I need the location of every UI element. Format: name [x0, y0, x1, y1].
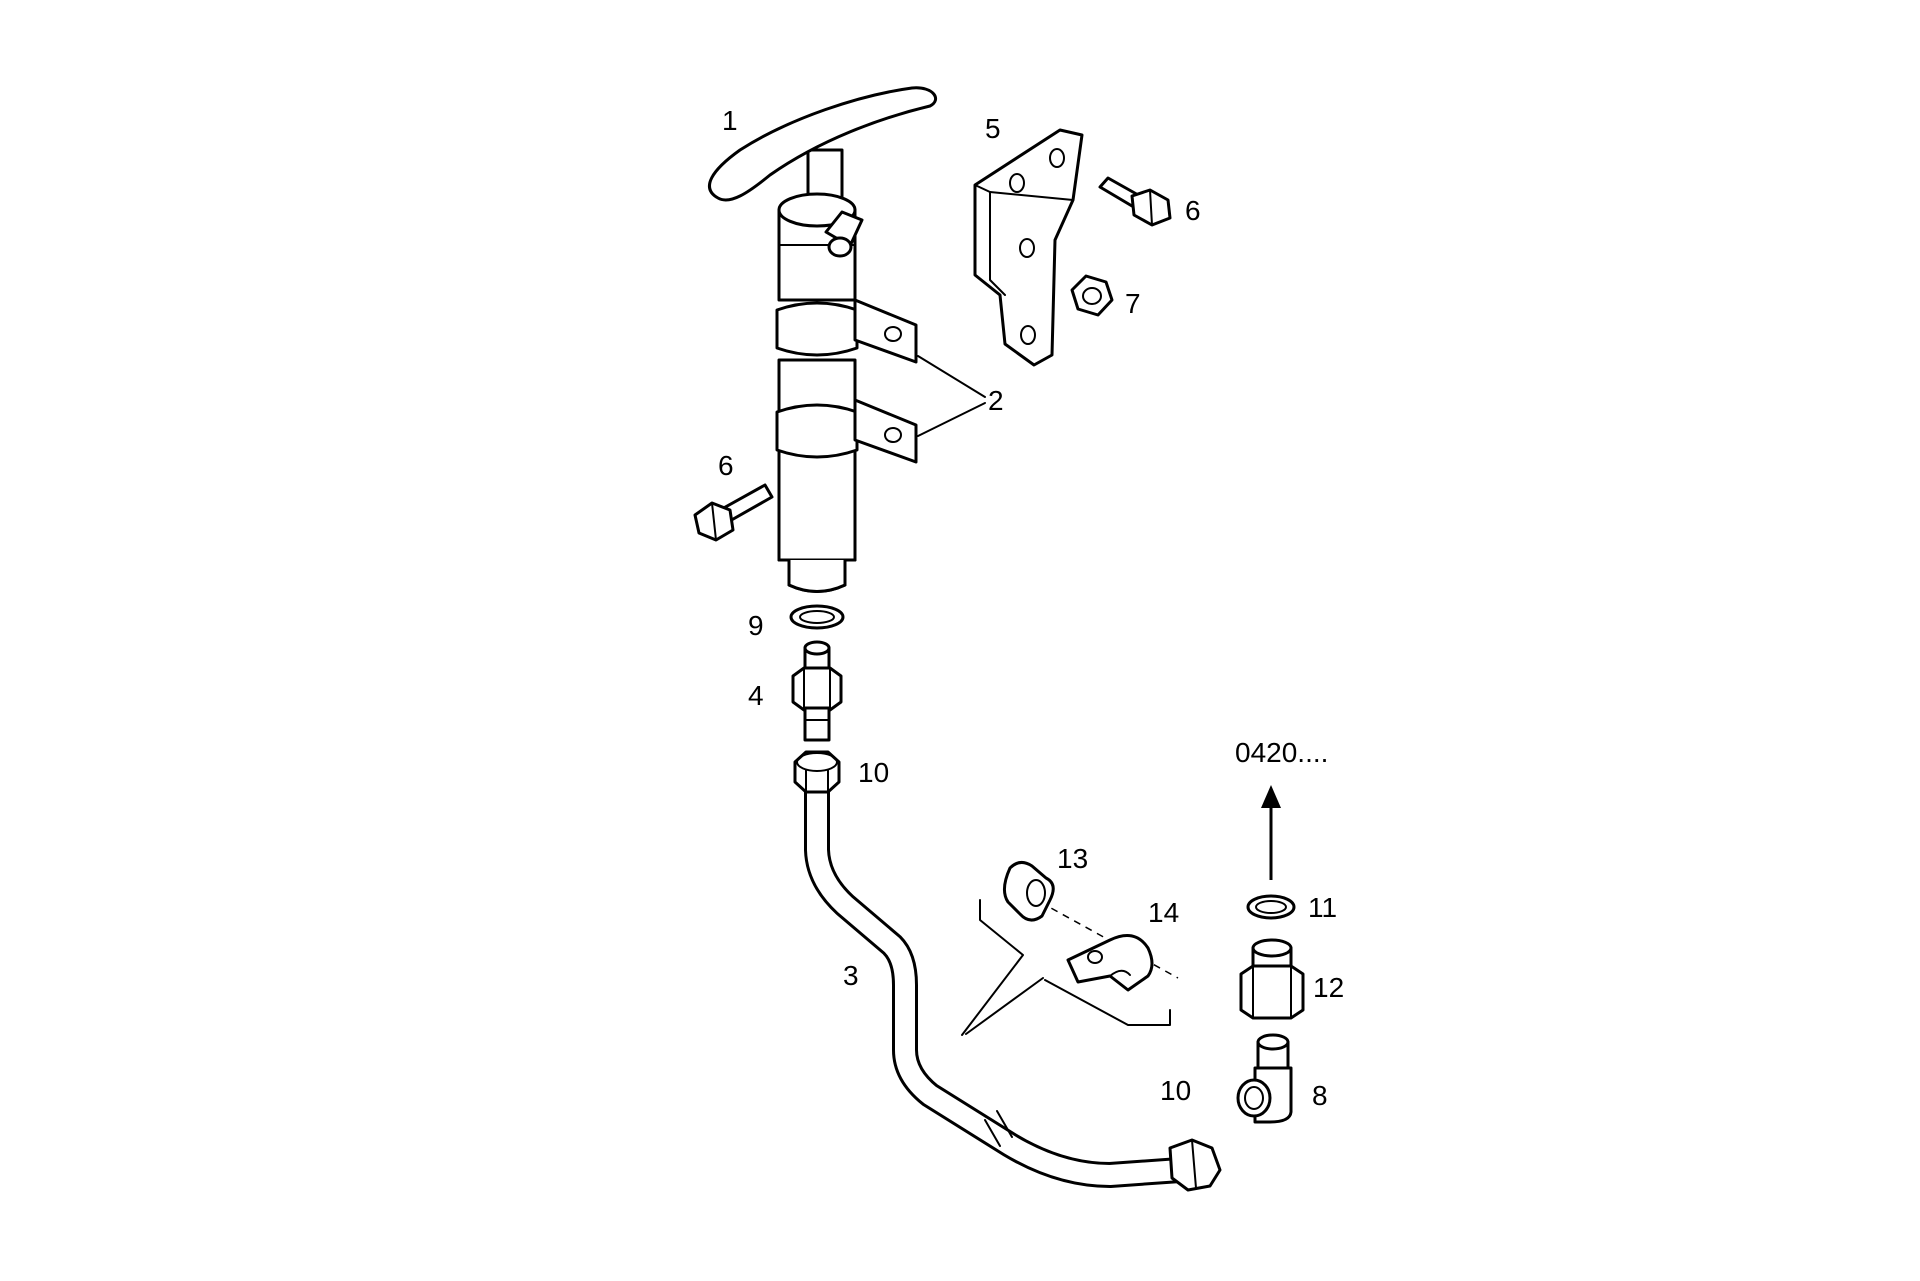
bolt-top-part: [1098, 176, 1172, 227]
label-9-washer: 9: [748, 610, 764, 641]
leader-line-2b: [917, 402, 986, 437]
leader-line-13-14a: [961, 899, 1024, 1036]
clip-part: [1066, 934, 1154, 992]
pump-body-part: [775, 192, 918, 593]
label-4-adapter: 4: [748, 680, 764, 711]
leader-line-2a: [917, 355, 986, 398]
label-reference-0420: 0420....: [1235, 737, 1328, 768]
nut-part: [1070, 274, 1114, 317]
reference-arrow: [1261, 785, 1281, 880]
label-6-bolt-top: 6: [1185, 195, 1201, 226]
bolt-left-part: [693, 483, 774, 542]
bracket-part: [973, 128, 1084, 367]
grommet-part: [1003, 861, 1055, 922]
label-10-union-nut-bottom: 10: [1160, 1075, 1191, 1106]
label-2-clamps: 2: [988, 385, 1004, 416]
adapter-part: [791, 640, 843, 742]
label-10-union-nut-top: 10: [858, 757, 889, 788]
leader-line-13-14b: [1044, 979, 1171, 1026]
label-12-reducer: 12: [1313, 972, 1344, 1003]
reducer-part: [1239, 938, 1305, 1020]
elbow-part: [1236, 1033, 1293, 1124]
label-13-grommet: 13: [1057, 843, 1088, 874]
label-8-elbow: 8: [1312, 1080, 1328, 1111]
leader-line-13-14c: [965, 977, 1044, 1035]
washer-part: [789, 604, 845, 630]
label-7-nut: 7: [1125, 288, 1141, 319]
label-11-seal-ring: 11: [1308, 892, 1337, 923]
label-6-bolt-left: 6: [718, 450, 734, 481]
seal-ring-part: [1246, 894, 1296, 920]
pipe-part: [793, 750, 1222, 1192]
label-14-clip: 14: [1148, 897, 1179, 928]
label-5-bracket: 5: [985, 113, 1001, 144]
label-1-handle: 1: [722, 105, 738, 136]
label-3-pipe: 3: [843, 960, 859, 991]
